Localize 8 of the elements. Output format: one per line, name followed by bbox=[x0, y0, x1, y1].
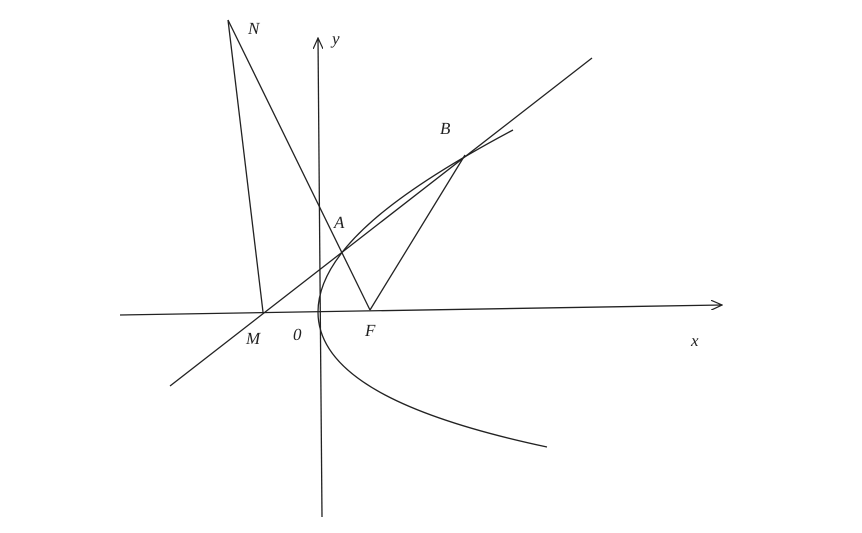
point-label: M bbox=[246, 330, 260, 347]
point-label: A bbox=[334, 214, 344, 231]
point-label: x bbox=[691, 332, 699, 349]
point-label: F bbox=[365, 322, 376, 339]
point-label: 0 bbox=[293, 326, 302, 343]
point-label: y bbox=[332, 30, 340, 47]
point-label: B bbox=[440, 120, 450, 137]
point-label: N bbox=[248, 20, 260, 37]
